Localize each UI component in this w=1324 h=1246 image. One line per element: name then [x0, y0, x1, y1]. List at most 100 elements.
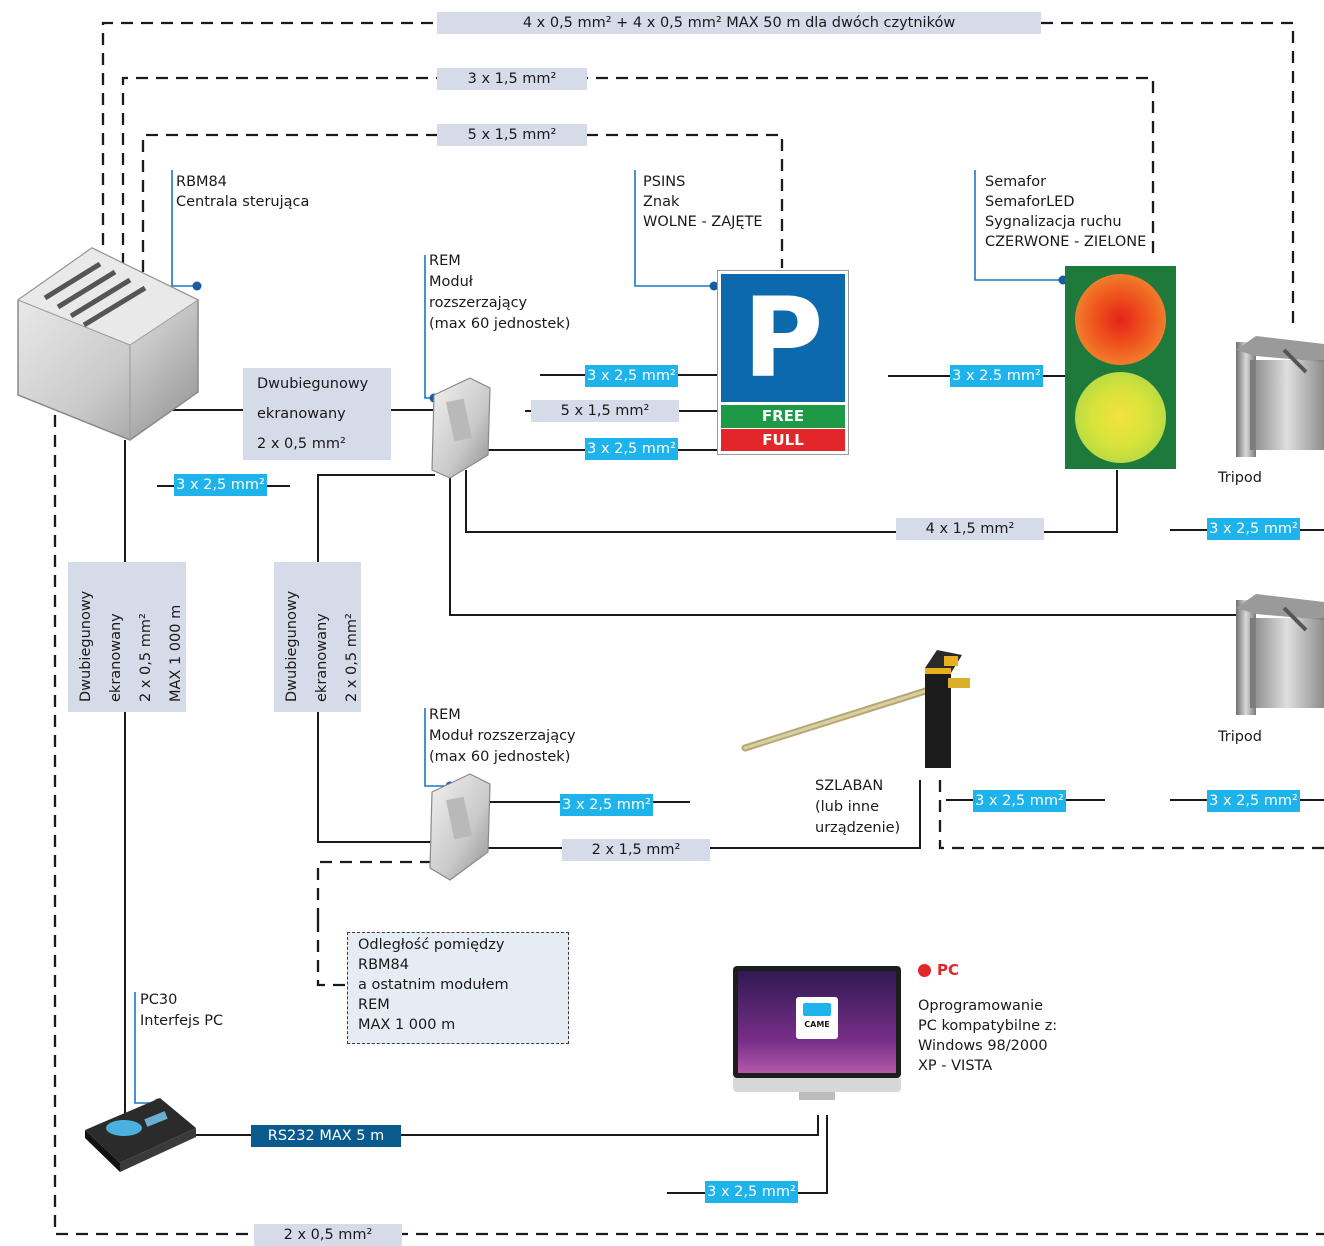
cable-tag-top-main: 4 x 0,5 mm² + 4 x 0,5 mm² MAX 50 m dla d… — [437, 12, 1041, 34]
cable-tag-sign-in-2: 5 x 1,5 mm² — [531, 400, 679, 422]
pc-software-3: Windows 98/2000 — [918, 1038, 1048, 1054]
pc-software-4: XP - VISTA — [918, 1058, 993, 1074]
note-line-1: Odległość pomiędzy — [358, 937, 505, 953]
cable-3x15-route — [121, 76, 1155, 265]
rbm84-name: RBM84 — [176, 174, 227, 190]
note-line-5: MAX 1 000 m — [358, 1017, 456, 1033]
rem1-desc-3: (max 60 jednostek) — [429, 316, 571, 332]
came-logo-text: CAME — [804, 1020, 830, 1029]
psins-desc-1: Znak — [643, 194, 680, 210]
left-vertical-cable-box: Dwubiegunowy ekranowany 2 x 0,5 mm² MAX … — [68, 562, 186, 712]
cable-tag-rs232: RS232 MAX 5 m — [251, 1125, 401, 1147]
leader-semafor — [974, 170, 1063, 281]
cable-tag-tripod2-power: 3 x 2,5 mm² — [1207, 790, 1300, 812]
pc-software-2: PC kompatybilne z: — [918, 1018, 1058, 1034]
rem1-semafor — [465, 470, 1118, 533]
leader-psins — [634, 170, 714, 287]
rem2-device — [429, 773, 491, 881]
tripod2-label: Tripod — [1218, 729, 1262, 745]
distance-note: Odległość pomiędzy RBM84 a ostatnim modu… — [347, 932, 569, 1044]
parking-sign: P FREE FULL — [717, 270, 849, 455]
note-line-2: RBM84 — [358, 957, 409, 973]
tripod2-device — [1236, 594, 1324, 715]
vbox-mid-line-1: Dwubiegunowy — [284, 590, 300, 702]
cable-tag-semafor: 3 x 2.5 mm² — [950, 365, 1043, 387]
cable-tag-bottom: 2 x 0,5 mm² — [254, 1224, 402, 1246]
cable-5x15-route — [141, 133, 784, 272]
cable-tag-3x15: 3 x 1,5 mm² — [437, 68, 587, 90]
note-line-3: a ostatnim modułem — [358, 977, 509, 993]
vbox-left-line-4: MAX 1 000 m — [168, 604, 184, 702]
rem1-tripod2 — [449, 475, 1240, 616]
dashed-cables — [53, 21, 1324, 1236]
traffic-lamp-green — [1075, 372, 1166, 463]
szlaban-link-route — [938, 780, 1324, 850]
bus-box-line-3: 2 x 0,5 mm² — [257, 436, 346, 452]
rem2-name: REM — [429, 707, 461, 723]
rem1-desc-1: Moduł — [429, 274, 473, 290]
psins-desc-2: WOLNE - ZAJĘTE — [643, 214, 763, 230]
cable-tag-szlaban-power: 3 x 2,5 mm² — [973, 790, 1066, 812]
cable-tag-sign-in-1: 3 x 2,5 mm² — [585, 365, 678, 387]
barrier-device — [741, 650, 970, 768]
rem1-name: REM — [429, 253, 461, 269]
vbox-mid-line-3: 2 x 0,5 mm² — [344, 613, 360, 702]
note-line-4: REM — [358, 997, 390, 1013]
mid-vertical-cable-box: Dwubiegunowy ekranowany 2 x 0,5 mm² — [274, 562, 361, 712]
pc30-name: PC30 — [140, 992, 178, 1008]
bus-cable-box: Dwubiegunowy ekranowany 2 x 0,5 mm² — [243, 368, 391, 460]
cable-tag-tripod1-power: 3 x 2,5 mm² — [1207, 518, 1300, 540]
note-link-route-2 — [316, 920, 347, 987]
sign-free: FREE — [721, 405, 845, 428]
vbox-mid-line-2: ekranowany — [314, 613, 330, 702]
szlaban-desc-1: (lub inne — [815, 799, 880, 815]
vbox-left-line-1: Dwubiegunowy — [78, 590, 94, 702]
came-logo-mark — [803, 1003, 831, 1016]
leader-dot-rbm84 — [192, 281, 202, 291]
cable-tag-sign-in-3: 3 x 2,5 mm² — [585, 438, 678, 460]
cable-tag-rem2-szlaban: 2 x 1,5 mm² — [562, 839, 710, 861]
cable-tag-5x15: 5 x 1,5 mm² — [437, 124, 587, 146]
cable-top-main-route — [101, 21, 1295, 330]
pc-bullet-icon — [918, 964, 931, 977]
tripod1-label: Tripod — [1218, 470, 1262, 486]
semafor-desc-1: SemaforLED — [985, 194, 1075, 210]
cable-tag-rbm-power: 3 x 2,5 mm² — [174, 474, 267, 496]
parking-letter: P — [721, 274, 845, 402]
vbox-left-line-2: ekranowany — [108, 613, 124, 702]
pc30-device — [85, 1098, 196, 1172]
rem2-desc-1: Moduł rozszerzający — [429, 728, 576, 744]
monitor-stand — [799, 1092, 835, 1100]
came-logo: CAME — [796, 997, 838, 1039]
cable-tag-pc-power: 3 x 2,5 mm² — [705, 1181, 798, 1203]
pc-software-1: Oprogramowanie — [918, 998, 1044, 1014]
cable-tag-semafor-rem: 4 x 1,5 mm² — [896, 518, 1044, 540]
pc-monitor — [733, 966, 901, 1100]
rem1-desc-2: rozszerzający — [429, 295, 528, 311]
tripod1-device — [1236, 336, 1324, 457]
cable-tag-rem2-power: 3 x 2,5 mm² — [560, 794, 653, 816]
bus-box-line-1: Dwubiegunowy — [257, 376, 369, 392]
rem2-desc-2: (max 60 jednostek) — [429, 749, 571, 765]
sign-full: FULL — [721, 429, 845, 451]
monitor-chin — [733, 1078, 901, 1092]
solid-cables — [124, 374, 1324, 1194]
semafor-desc-2: Sygnalizacja ruchu — [985, 214, 1122, 230]
semafor-desc-3: CZERWONE - ZIELONE — [985, 234, 1147, 250]
rem1-device — [431, 377, 491, 479]
leader-rem2 — [424, 708, 450, 787]
leader-rbm84 — [171, 170, 197, 287]
szlaban-desc-2: urządzenie) — [815, 820, 901, 836]
leader-dot-psins — [709, 281, 719, 291]
cable-bottom-route — [53, 395, 1324, 1236]
rbm84-unit — [16, 247, 200, 441]
bus-box-line-2: ekranowany — [257, 406, 346, 422]
traffic-lamp-red — [1075, 274, 1166, 365]
semafor-name: Semafor — [985, 174, 1047, 190]
traffic-light — [1065, 266, 1176, 469]
pc30-description: Interfejs PC — [140, 1013, 224, 1029]
szlaban-name: SZLABAN — [815, 778, 884, 794]
pc-title: PC — [937, 961, 960, 979]
psins-name: PSINS — [643, 174, 686, 190]
